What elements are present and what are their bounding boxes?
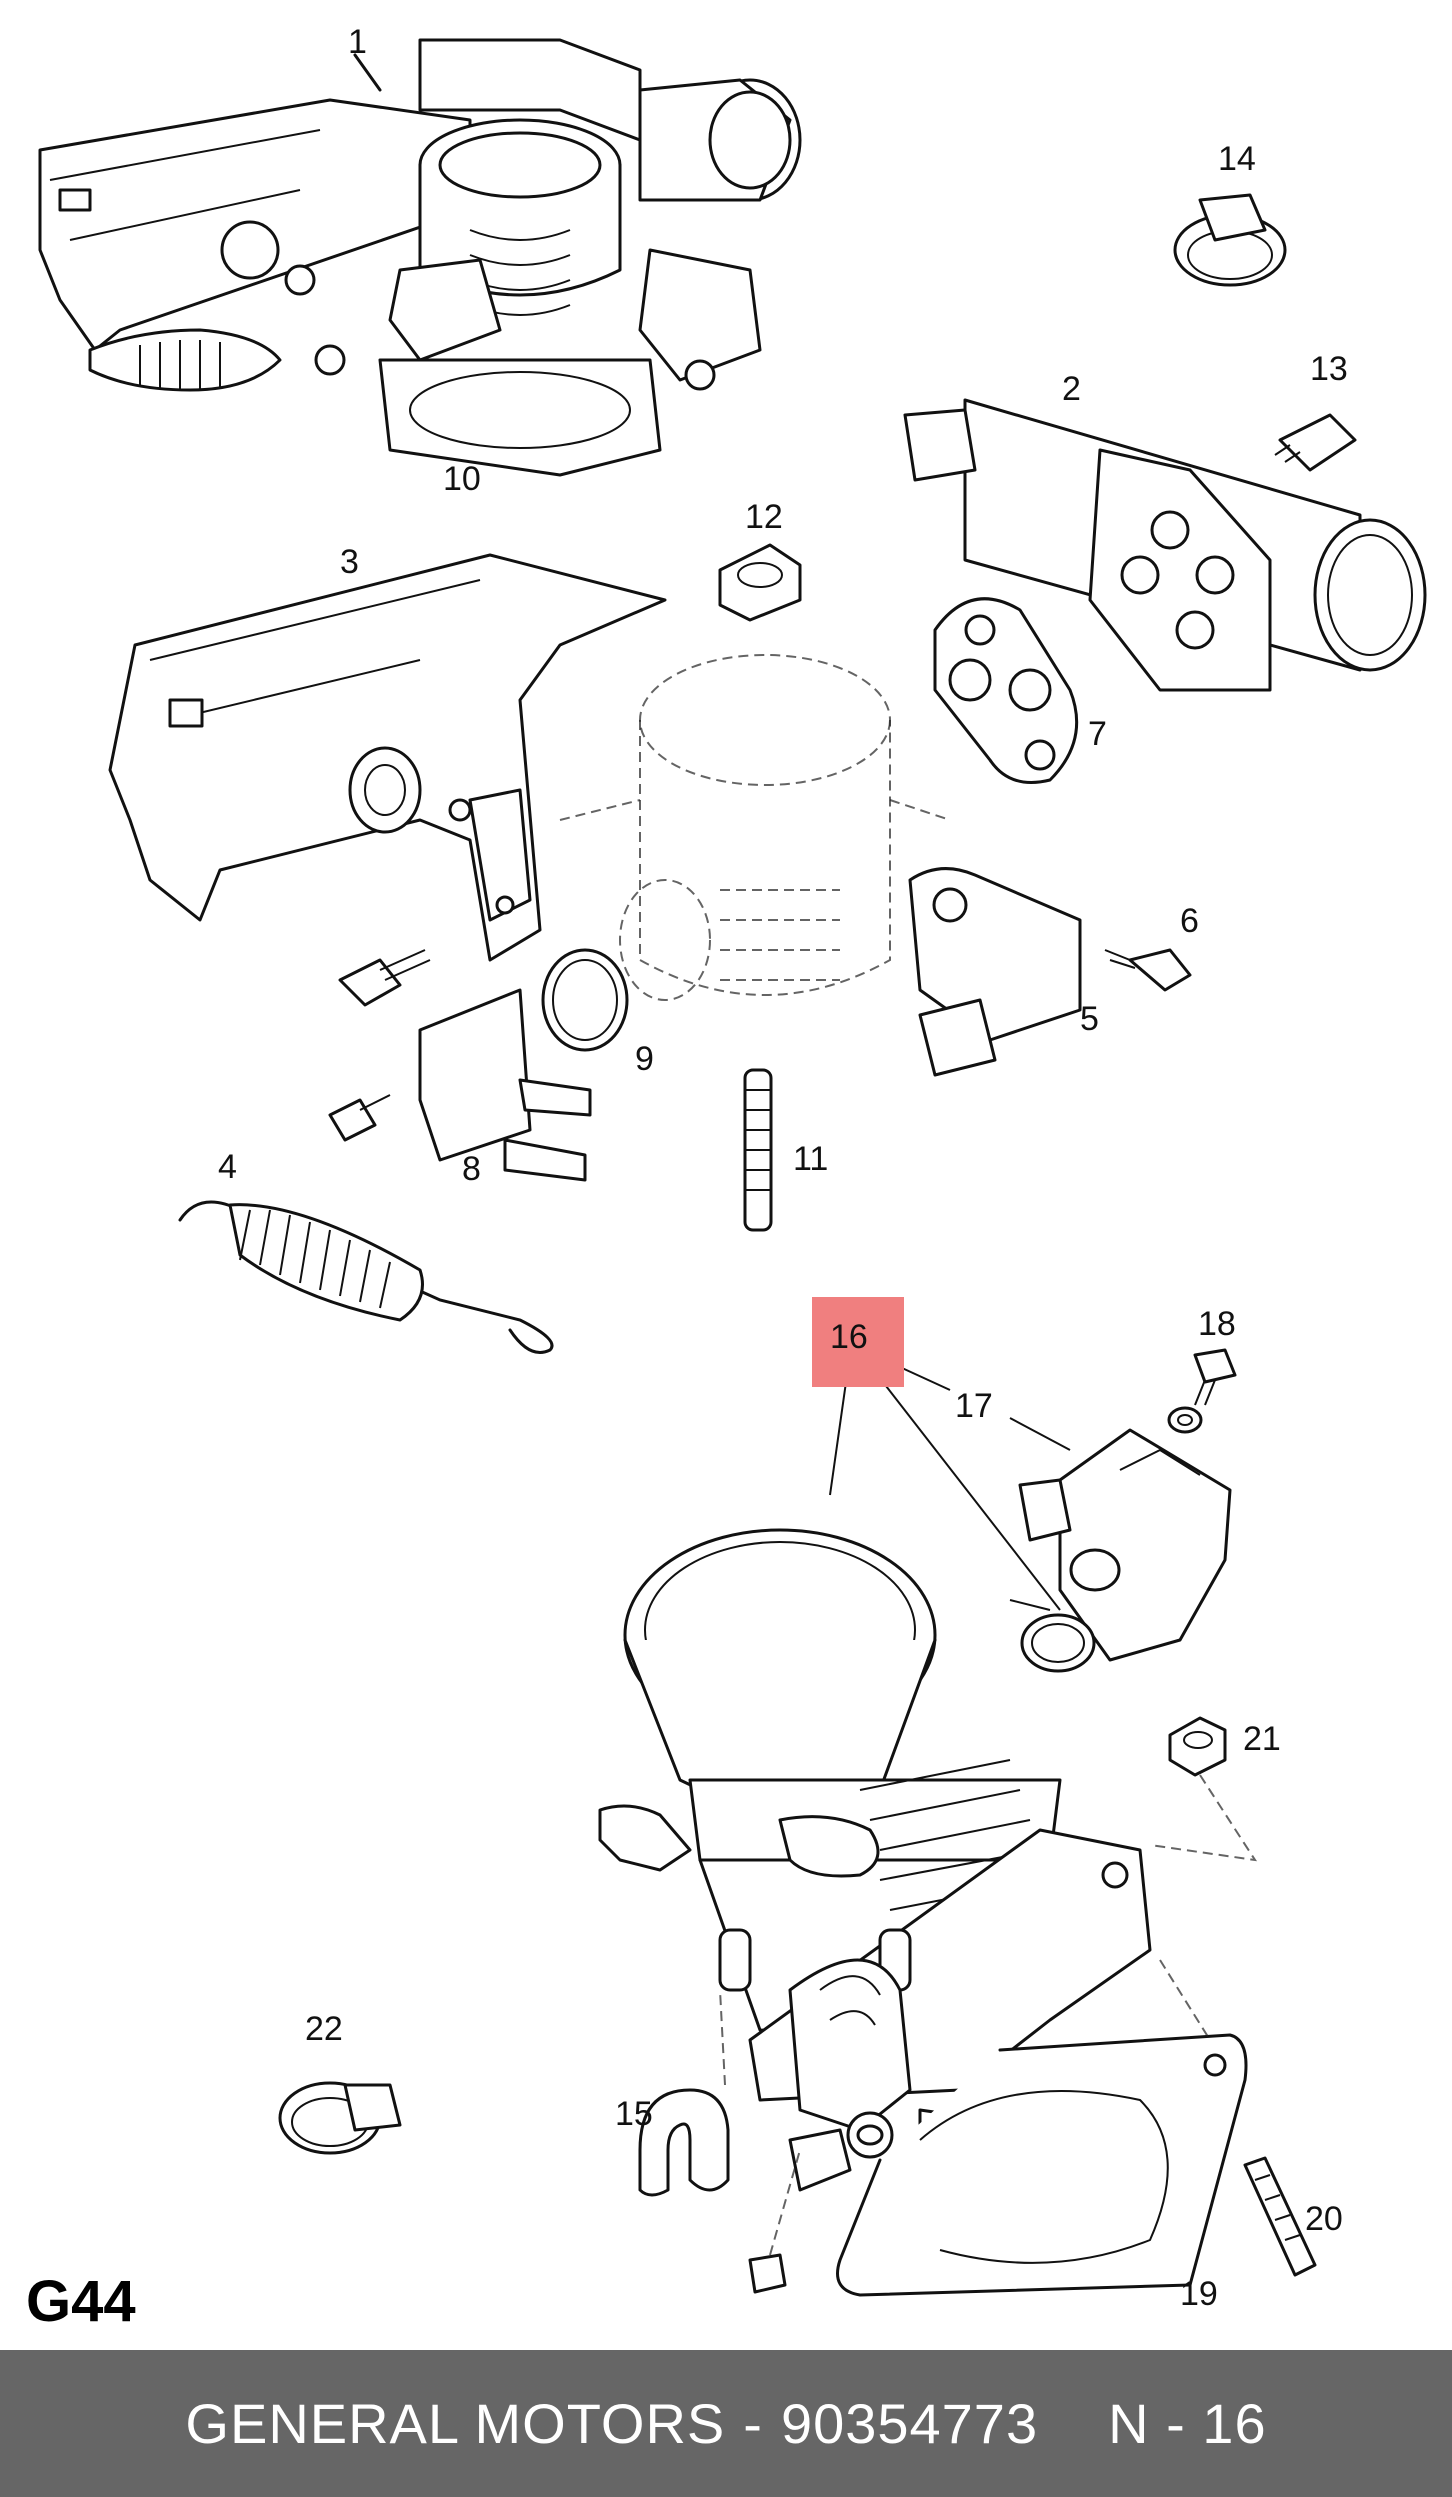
callout-5: 5 <box>1080 1000 1099 1038</box>
part-11-stud <box>743 1068 773 1232</box>
callout-19: 19 <box>1180 2275 1218 2313</box>
callout-17: 17 <box>955 1387 993 1425</box>
footer-part-number: 90354773 <box>780 2392 1039 2455</box>
part-15-hose <box>638 1989 730 2197</box>
page-label: G44 <box>26 2269 136 2334</box>
callout-15: 15 <box>615 2095 653 2133</box>
part-3-bracket <box>108 553 667 962</box>
part-6-screw <box>1104 948 1192 992</box>
part-17-sensor <box>1018 1428 1232 1662</box>
part-12-nut <box>718 543 802 622</box>
part-18-washer <box>1167 1406 1203 1434</box>
part-20-stud <box>1243 2156 1317 2277</box>
leader-lines <box>829 1367 1071 1611</box>
callout-labels: 1 2 3 4 5 6 7 8 9 10 11 12 13 14 15 16 1… <box>218 23 1348 2313</box>
callout-14: 14 <box>1218 140 1256 178</box>
callout-12: 12 <box>745 498 783 536</box>
callout-4: 4 <box>218 1148 237 1186</box>
footer-brand: GENERAL MOTORS <box>185 2392 726 2455</box>
callout-9: 9 <box>635 1040 654 1078</box>
footer-ref: N - 16 <box>1108 2392 1267 2455</box>
callout-20: 20 <box>1305 2200 1343 2238</box>
part-4-spring <box>178 1200 554 1354</box>
part-bolt-bottom <box>748 2253 787 2294</box>
callout-6: 6 <box>1180 902 1199 940</box>
callout-10: 10 <box>443 460 481 498</box>
callout-16: 16 <box>830 1318 868 1356</box>
part-21-nut <box>1149 1716 1258 2041</box>
ghost-throttle-body <box>559 654 951 1001</box>
part-8-valve <box>328 949 592 1182</box>
footer-dash: - <box>743 2392 763 2455</box>
exploded-parts-diagram: 1 2 3 4 5 6 7 8 9 10 11 12 13 14 15 16 1… <box>38 23 1427 2313</box>
callout-11: 11 <box>793 1140 828 1178</box>
part-1-throttle-assembly <box>38 38 802 477</box>
part-5-throttle-position-sensor <box>908 867 1082 1077</box>
part-13-screw <box>1274 413 1357 472</box>
diagram-canvas: 1 2 3 4 5 6 7 8 9 10 11 12 13 14 15 16 1… <box>38 23 1427 2313</box>
callout-18: 18 <box>1198 1305 1236 1343</box>
callout-1: 1 <box>348 23 367 61</box>
callout-3: 3 <box>340 543 359 581</box>
part-9-o-ring <box>541 948 629 1052</box>
callout-2: 2 <box>1062 370 1081 408</box>
callout-21: 21 <box>1243 1720 1281 1758</box>
callout-22: 22 <box>305 2010 343 2048</box>
callout-7: 7 <box>1088 715 1107 753</box>
part-16-o-ring-small <box>1020 1613 1096 1673</box>
part-2-idle-control-valve <box>903 398 1427 692</box>
part-22-hose-clamp <box>278 2081 402 2155</box>
footer-bar: GENERAL MOTORS - 90354773 N - 16 <box>0 2350 1452 2497</box>
highlight-box-16 <box>812 1297 904 1387</box>
part-14-hose-clamp <box>1173 193 1287 287</box>
callout-8: 8 <box>462 1150 481 1188</box>
part-18-screw <box>1193 1348 1237 1406</box>
callout-13: 13 <box>1310 350 1348 388</box>
dash-line-bolt <box>769 2149 801 2256</box>
main-throttle-body <box>598 1528 1152 2192</box>
part-19-base-gasket <box>836 2033 1248 2297</box>
part-7-gasket <box>933 597 1079 784</box>
